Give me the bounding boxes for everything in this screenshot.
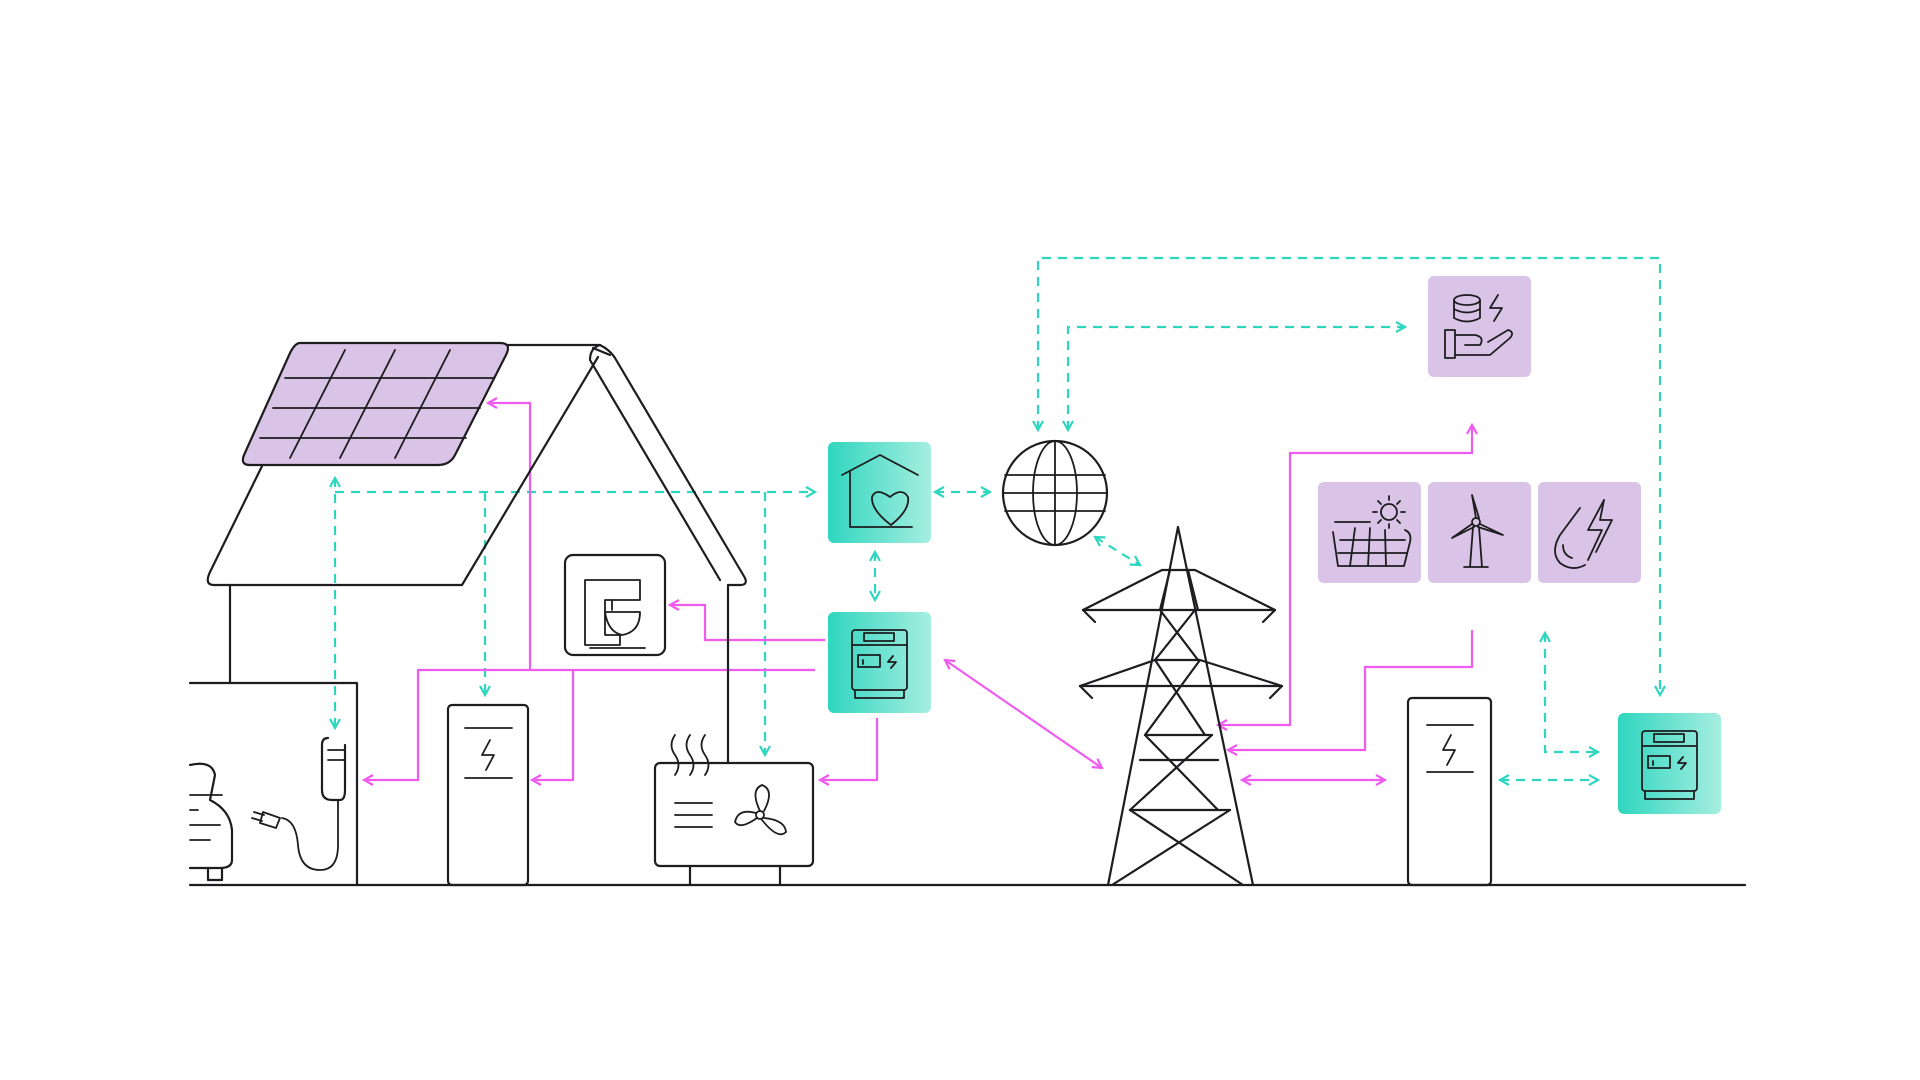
energy-trading[interactable] <box>1428 276 1531 377</box>
smart-meter-icon <box>1641 730 1698 800</box>
wind-turbine-icon <box>1451 494 1504 568</box>
transmission-tower <box>1078 525 1284 887</box>
stand-mixer-icon <box>584 579 646 649</box>
home-energy-manager[interactable] <box>828 442 931 543</box>
water-drop-lightning-icon <box>1554 499 1613 569</box>
solar-panel-icon <box>259 349 495 459</box>
battery-lightning-icon <box>1426 724 1474 773</box>
home-battery[interactable] <box>446 703 530 887</box>
wind-power[interactable] <box>1428 482 1531 583</box>
house <box>188 343 747 887</box>
grid-battery[interactable] <box>1406 696 1493 887</box>
solar-farm[interactable] <box>1318 482 1421 583</box>
solar-panel <box>241 341 510 467</box>
power-pylon-icon <box>1078 525 1284 887</box>
data-flow-lines <box>335 256 1660 780</box>
heat-pump-fan-icon <box>670 734 787 836</box>
solar-sun-icon <box>1332 495 1412 567</box>
electric-car <box>188 762 234 882</box>
cloud-internet[interactable] <box>1001 439 1109 547</box>
kitchen-appliance[interactable] <box>563 553 667 657</box>
ev-charger-icon <box>251 736 347 871</box>
car-icon <box>188 762 234 882</box>
hand-coins-lightning-icon <box>1444 294 1513 359</box>
hydro-power[interactable] <box>1538 482 1641 583</box>
power-flow-lines <box>364 403 1472 780</box>
heat-pump[interactable] <box>653 734 815 887</box>
ev-charger[interactable] <box>251 736 347 871</box>
home-smart-meter[interactable] <box>828 612 931 713</box>
grid-smart-meter[interactable] <box>1618 713 1721 814</box>
house-heart-icon <box>841 454 919 528</box>
globe-icon <box>1001 439 1109 547</box>
battery-lightning-icon <box>464 727 513 779</box>
smart-meter-icon <box>851 629 908 699</box>
